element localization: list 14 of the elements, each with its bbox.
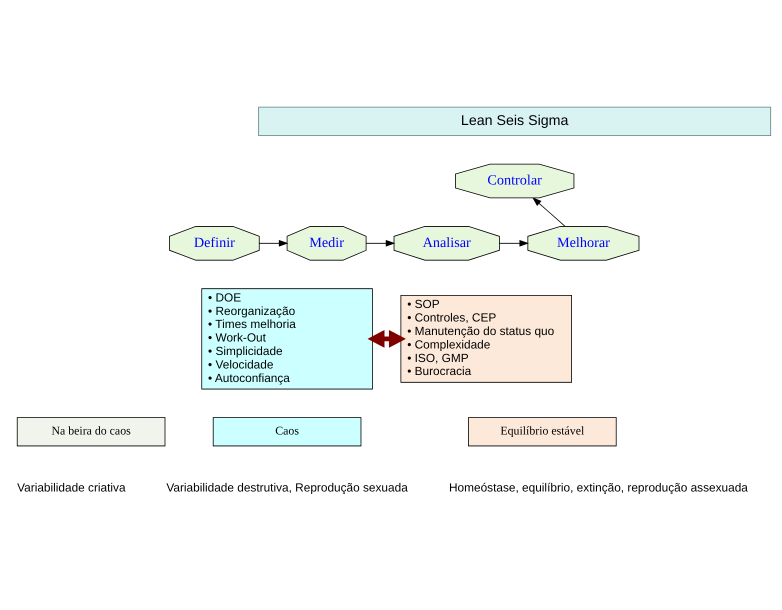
arrow [368, 330, 406, 348]
node-box: • DOE • Reorganização • Times melhoria • Work-Out • Simplicidade • Velocidade • Autoconfiança [201, 288, 373, 390]
arrow [499, 240, 529, 247]
arrow [258, 240, 288, 247]
arrow [532, 197, 566, 227]
node-label: Homeóstase, equilíbrio, extinção, reprodução assexuada [448, 480, 748, 494]
arrow [366, 240, 396, 247]
node-box: Lean Seis Sigma [258, 106, 772, 136]
node-box: Caos [212, 417, 362, 446]
node-box: Na beira do caos [16, 417, 166, 446]
node-box: Equilíbrio estável [468, 417, 617, 446]
node-label: Variabilidade destrutiva, Reprodução sexuada [166, 480, 408, 494]
node-box: • SOP • Controles, CEP • Manutenção do status quo • Complexidade • ISO, GMP • Burocracia [400, 295, 572, 383]
node-label: Variabilidade criativa [17, 480, 126, 494]
